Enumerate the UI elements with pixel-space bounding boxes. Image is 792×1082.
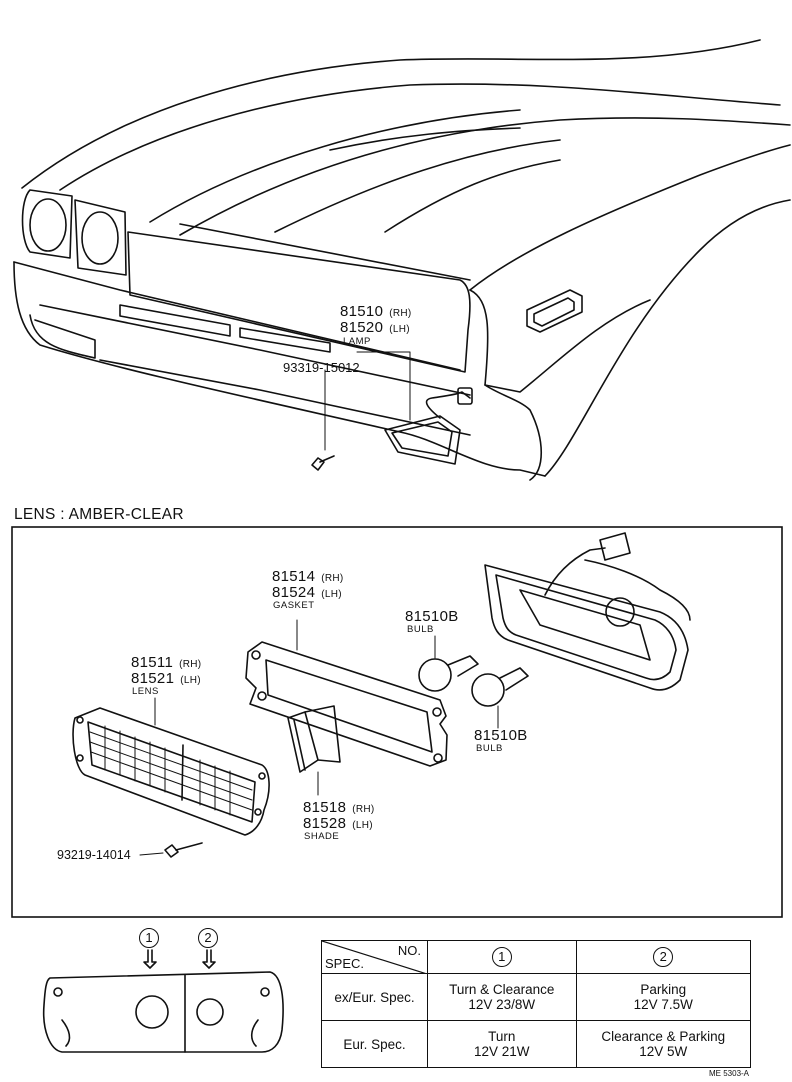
- spec-corner-cell: SPEC. NO.: [321, 940, 428, 974]
- shade-lh-callout: 81528 (LH): [303, 816, 373, 831]
- spec-cell: Clearance & Parking 12V 5W: [575, 1020, 752, 1068]
- row-label: ex/Eur. Spec.: [321, 973, 428, 1021]
- lens-name-label: LENS: [132, 686, 159, 697]
- column-2-number: 2: [653, 947, 674, 967]
- shade-art: [287, 705, 341, 796]
- spec-cell: Turn & Clearance 12V 23/8W: [427, 973, 577, 1021]
- column-1-header: 1: [427, 940, 577, 974]
- spec-cell: Turn 12V 21W: [427, 1020, 577, 1068]
- corner-diagonal: [322, 941, 427, 974]
- marker-2-number: 2: [198, 928, 218, 948]
- spec-cell-line: 12V 7.5W: [633, 997, 693, 1012]
- table-row: ex/Eur. Spec. Turn & Clearance 12V 23/8W…: [321, 973, 752, 1021]
- corner-spec-label: SPEC.: [325, 956, 365, 971]
- spec-cell-line: 12V 5W: [639, 1044, 688, 1059]
- position-marker-2: 2: [198, 928, 218, 948]
- spec-cell-line: 12V 23/8W: [468, 997, 536, 1012]
- corner-no-label: NO.: [397, 943, 421, 958]
- spec-table-header-row: SPEC. NO. 1 2: [321, 940, 752, 974]
- lamp-name-label: LAMP: [343, 336, 371, 347]
- spec-cell-line: Turn: [488, 1029, 516, 1044]
- shade-rh-callout: 81518 (RH): [303, 800, 375, 815]
- gasket-rh-side: (RH): [321, 573, 344, 584]
- lamp-rh-side: (RH): [389, 308, 412, 319]
- lamp-rh-callout: 81510 (RH): [340, 304, 412, 319]
- detail-box-frame: [11, 526, 783, 918]
- screw-top-label: 93319-15012: [283, 360, 360, 375]
- gasket-lh-number: 81524: [272, 584, 316, 601]
- lens-rh-number: 81511: [131, 654, 174, 671]
- lens-rh-callout: 81511 (RH): [131, 655, 201, 670]
- spec-table: SPEC. NO. 1 2 ex/Eur. Spec. Turn & Clear…: [321, 940, 752, 1068]
- spec-cell-line: Parking: [640, 982, 687, 997]
- shade-lh-number: 81528: [303, 815, 347, 832]
- spec-cell: Parking 12V 7.5W: [575, 973, 752, 1021]
- lower-screw-art: [139, 842, 203, 858]
- bulb2-name: BULB: [476, 743, 503, 754]
- lamp-lh-callout: 81520 (LH): [340, 320, 410, 335]
- lens-art: [72, 697, 270, 836]
- gasket-art: [245, 619, 448, 767]
- lamp-lh-side: (LH): [389, 324, 410, 335]
- figure-code: ME 5303-A: [709, 1069, 750, 1078]
- table-row: Eur. Spec. Turn 12V 21W Clearance & Park…: [321, 1020, 752, 1068]
- shade-name-label: SHADE: [304, 831, 340, 842]
- row-label: Eur. Spec.: [321, 1020, 428, 1068]
- lens-lh-number: 81521: [131, 670, 175, 687]
- bulb1-number: 81510B: [405, 608, 459, 625]
- bulb-art: [418, 635, 529, 729]
- position-marker-1: 1: [139, 928, 159, 948]
- column-2-header: 2: [575, 940, 752, 974]
- marker-1-number: 1: [139, 928, 159, 948]
- shade-lh-side: (LH): [352, 820, 373, 831]
- lamp-housing-art: [484, 532, 691, 691]
- car-front-illustration: [13, 39, 791, 481]
- lamp-lh-number: 81520: [340, 319, 384, 336]
- spec-cell-line: 12V 21W: [474, 1044, 530, 1059]
- gasket-lh-callout: 81524 (LH): [272, 585, 342, 600]
- spec-cell-line: Turn & Clearance: [449, 982, 555, 997]
- lens-lh-callout: 81521 (LH): [131, 671, 201, 686]
- screw-lower-label: 93219-14014: [57, 848, 131, 862]
- shade-rh-side: (RH): [352, 804, 375, 815]
- gasket-rh-callout: 81514 (RH): [272, 569, 344, 584]
- bulb1-name: BULB: [407, 624, 434, 635]
- lens-position-schematic: [42, 949, 284, 1053]
- lens-rh-side: (RH): [179, 659, 202, 670]
- column-1-number: 1: [491, 947, 512, 967]
- gasket-name-label: GASKET: [273, 600, 315, 611]
- lens-lh-side: (LH): [180, 675, 201, 686]
- section-title: LENS : AMBER-CLEAR: [14, 506, 184, 523]
- bulb2-number: 81510B: [474, 727, 528, 744]
- lamp-rh-number: 81510: [340, 303, 384, 320]
- spec-cell-line: Clearance & Parking: [601, 1029, 726, 1044]
- lens-grid: [89, 725, 253, 816]
- gasket-rh-number: 81514: [272, 568, 316, 585]
- shade-rh-number: 81518: [303, 799, 347, 816]
- gasket-lh-side: (LH): [321, 589, 342, 600]
